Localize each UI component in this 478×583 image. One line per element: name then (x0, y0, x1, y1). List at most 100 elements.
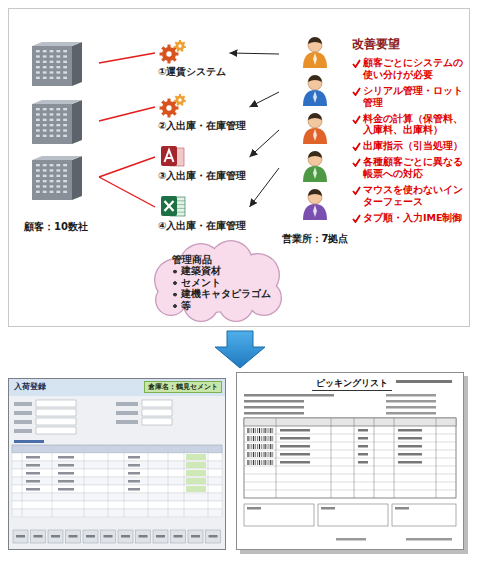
connector (249, 168, 279, 207)
window (36, 180, 40, 182)
barcode-stroke (261, 452, 262, 457)
note-box (392, 504, 456, 526)
person-icon (303, 37, 327, 68)
barcode-stroke (251, 460, 252, 465)
window (43, 66, 47, 68)
text-bar (386, 412, 436, 415)
col-line (436, 418, 437, 498)
barcode-stroke (259, 460, 260, 465)
text-bar (358, 453, 368, 456)
report-sheet: ピッキングリスト (236, 372, 468, 554)
window (50, 175, 54, 177)
text-bar (406, 538, 452, 541)
person-body (303, 204, 327, 220)
person-hair (308, 113, 322, 120)
request-text: マウスを使わないインターフェース (363, 184, 466, 208)
window (63, 71, 67, 73)
window (36, 169, 40, 171)
request-text: シリアル管理・ロット管理 (363, 85, 466, 109)
text-bar (244, 400, 304, 403)
person-head (308, 152, 322, 166)
table-row (12, 501, 222, 509)
barcode-stroke (251, 428, 252, 433)
window (36, 113, 40, 115)
window (50, 164, 54, 166)
barcode-stroke (270, 460, 271, 465)
person-tie (313, 53, 317, 65)
barcode-stroke (267, 444, 268, 449)
building-roof (32, 156, 82, 160)
input-field (142, 418, 172, 425)
excel-logo (161, 196, 177, 216)
text-bar (209, 535, 218, 538)
window (63, 175, 67, 177)
text-bar (358, 437, 368, 440)
input-field (36, 400, 76, 407)
cell-flag (186, 478, 206, 484)
window (43, 108, 47, 110)
col-line (354, 418, 355, 498)
barcode-stroke (253, 444, 254, 449)
connector (229, 53, 279, 54)
text-bar (128, 464, 140, 467)
cloud-text: 建機キャタピラゴム (172, 288, 282, 299)
check-stroke (353, 187, 360, 194)
text-bar (128, 456, 140, 459)
window (63, 119, 67, 121)
person-head (308, 38, 322, 52)
window (36, 164, 40, 166)
window (43, 135, 47, 137)
people-art (280, 34, 350, 248)
person-body (303, 90, 327, 106)
window (43, 113, 47, 115)
key-button (13, 530, 28, 543)
barcode-stroke (272, 444, 273, 449)
barcode-stroke (257, 460, 258, 465)
barcode-stroke (272, 452, 273, 457)
check-mark (352, 142, 361, 151)
system-box: ④入出庫・在庫管理 (156, 192, 248, 234)
key-button (136, 530, 151, 543)
window (56, 164, 60, 166)
input-field (142, 400, 172, 407)
text-bar (128, 472, 140, 475)
text-bar (69, 535, 78, 538)
list-item: シリアル管理・ロット管理 (352, 85, 466, 109)
window (56, 180, 60, 182)
text-bar (58, 488, 74, 491)
window (63, 185, 67, 187)
building-art (14, 36, 98, 236)
text-bar (116, 402, 138, 406)
window (50, 77, 54, 79)
window (36, 55, 40, 57)
building-roof (32, 42, 82, 46)
text-bar (26, 472, 40, 475)
window (56, 77, 60, 79)
barcode-stroke (257, 436, 258, 441)
barcode-stroke (263, 444, 264, 449)
request-text: 各種顧客ごとに異なる帳票への対応 (363, 156, 466, 180)
barcode-stroke (268, 444, 269, 449)
person-head (308, 76, 322, 90)
check-stroke (353, 159, 360, 166)
gear-body (176, 42, 185, 51)
window (63, 169, 67, 171)
request-text: 顧客ごとにシステムの使い分けが必要 (363, 57, 466, 81)
text-bar (121, 535, 130, 538)
screen-text: 倉庫名：鶴見セメント (144, 381, 222, 393)
text-bar (86, 535, 95, 538)
window (50, 129, 54, 131)
gear-hole (166, 51, 171, 56)
window-frame (9, 379, 226, 550)
col-line (108, 445, 109, 517)
window (36, 191, 40, 193)
window (36, 61, 40, 63)
barcode-stroke (248, 452, 249, 457)
check-stroke (353, 116, 360, 123)
person-icon (303, 75, 327, 106)
text-bar (244, 406, 304, 409)
barcode-stroke (249, 460, 250, 465)
barcode-stroke (270, 428, 271, 433)
barcode-stroke (263, 436, 264, 441)
table-row (12, 477, 222, 485)
